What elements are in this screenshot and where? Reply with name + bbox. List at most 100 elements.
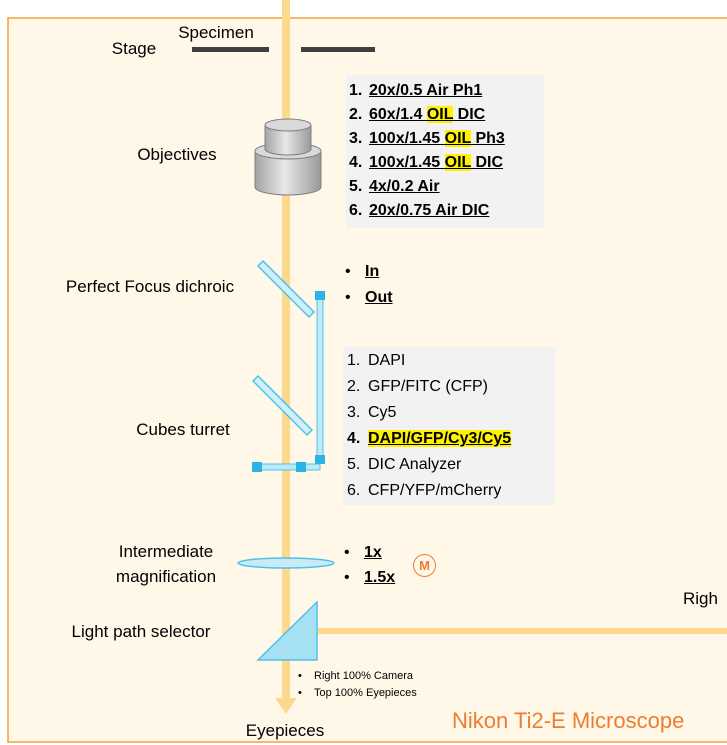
- stage-label: Stage: [111, 39, 157, 58]
- objective-spec-text: 100x/1.45: [369, 154, 441, 171]
- objective-number: 4.: [349, 154, 363, 171]
- bullet-icon: [298, 685, 314, 702]
- specimen-label: Specimen: [178, 23, 254, 42]
- cubes-list: 1. DAPI 2. GFP/FITC (CFP) 3. Cy5 4. DAPI/GFP…: [343, 347, 555, 505]
- cube-number: 4.: [347, 430, 361, 447]
- main-light-beam: [282, 0, 290, 702]
- objective-item: 5. 4x/0.2 Air: [349, 175, 544, 199]
- objective-spec: 100x/1.45 OIL DIC: [369, 154, 503, 171]
- cube-number: 1.: [347, 352, 361, 369]
- output-text: Top 100% Eyepieces: [314, 687, 417, 699]
- output-item: Right 100% Camera: [298, 668, 417, 685]
- objective-spec-text: 100x/1.45: [369, 130, 441, 147]
- intermediate-magnification-lens-icon: [237, 557, 335, 569]
- cube-filter-name: DIC Analyzer: [368, 456, 462, 473]
- cube-filter-end-cap: [252, 462, 262, 472]
- cube-filter-name: DAPI/GFP/Cy3/Cy5: [368, 430, 512, 447]
- perfect-focus-options: In Out: [345, 259, 393, 311]
- magnification-option-1x: 1x: [344, 540, 395, 565]
- objective-upper-top: [264, 118, 312, 132]
- side-port-label: Righ: [683, 589, 718, 608]
- filter-cube-icon: [251, 291, 325, 472]
- objective-spec: 4x/0.2 Air: [369, 178, 440, 195]
- cube-filter-name: GFP/FITC (CFP): [368, 378, 488, 395]
- label-line: magnification: [115, 567, 217, 586]
- objective-spec-text: 60x/1.4: [369, 106, 423, 123]
- light-path-outputs: Right 100% Camera Top 100% Eyepieces: [298, 668, 417, 702]
- bullet-icon: [345, 259, 365, 285]
- objective-item: 1. 20x/0.5 Air Ph1: [349, 79, 544, 103]
- objective-item: 3. 100x/1.45 OIL Ph3: [349, 127, 544, 151]
- beam-arrowhead-icon: [275, 698, 297, 714]
- motorized-badge-icon: M: [413, 554, 436, 577]
- objective-item: 6. 20x/0.75 Air DIC: [349, 199, 544, 223]
- option-label: 1x: [364, 544, 382, 561]
- cube-filter-end-cap: [315, 291, 325, 300]
- oil-immersion-highlight: OIL: [444, 154, 472, 171]
- bullet-icon: [298, 668, 314, 685]
- output-text: Right 100% Camera: [314, 670, 414, 682]
- bullet-icon: [344, 565, 364, 590]
- objective-lower-barrel: [254, 150, 322, 196]
- bullet-icon: [344, 540, 364, 565]
- objective-number: 3.: [349, 130, 363, 147]
- objective-spec: 20x/0.5 Air Ph1: [369, 82, 483, 99]
- perfect-focus-dichroic-icon: [256, 259, 316, 319]
- bullet-icon: [345, 285, 365, 311]
- cube-filter-name: DAPI: [368, 352, 406, 369]
- objective-spec: 60x/1.4 OIL DIC: [369, 106, 485, 123]
- magnification-option-1-5x: 1.5x: [344, 565, 395, 590]
- objective-icon: [254, 118, 322, 196]
- objective-number: 5.: [349, 178, 363, 195]
- objective-number: 2.: [349, 106, 363, 123]
- cube-filter-end-cap: [296, 462, 306, 472]
- objective-upper-barrel: [264, 124, 312, 156]
- slide-title: Nikon Ti2-E Microscope: [452, 708, 685, 733]
- cube-item-4: 4. DAPI/GFP/Cy3/Cy5: [347, 426, 555, 452]
- cube-item-5: 5. DIC Analyzer: [347, 452, 555, 478]
- perfect-focus-label: Perfect Focus dichroic: [65, 277, 235, 296]
- label-line: Intermediate: [118, 542, 214, 561]
- cube-item-1: 1. DAPI: [347, 348, 555, 374]
- cube-excitation-filter: [316, 297, 324, 459]
- cube-item-3: 3. Cy5: [347, 400, 555, 426]
- objective-number: 6.: [349, 202, 363, 219]
- eyepieces-label: Eyepieces: [245, 721, 325, 740]
- cube-filter-end-cap: [315, 455, 325, 464]
- cube-emission-filter: [255, 463, 321, 471]
- side-port-beam: [318, 628, 727, 634]
- cubes-turret-label: Cubes turret: [136, 420, 230, 439]
- objective-contrast-text: DIC: [475, 154, 504, 171]
- cube-number: 2.: [347, 378, 361, 395]
- cube-dichroic-mirror: [251, 374, 314, 437]
- option-label: 1.5x: [364, 569, 396, 586]
- objective-contrast-text: Ph3: [475, 130, 505, 147]
- cube-number: 3.: [347, 404, 361, 421]
- stage-plate-right: [301, 47, 375, 52]
- objective-spec: 20x/0.75 Air DIC: [369, 202, 490, 219]
- cube-number: 6.: [347, 482, 361, 499]
- cube-filter-name: Cy5: [368, 404, 397, 421]
- objective-item: 4. 100x/1.45 OIL DIC: [349, 151, 544, 175]
- option-label: Out: [365, 289, 393, 306]
- objective-number: 1.: [349, 82, 363, 99]
- light-path-prism-icon: [256, 600, 318, 661]
- oil-immersion-highlight: OIL: [426, 106, 454, 123]
- perfect-focus-option-out: Out: [345, 285, 393, 311]
- magnification-options: 1x 1.5x: [344, 540, 395, 590]
- output-item: Top 100% Eyepieces: [298, 685, 417, 702]
- panel-border: [7, 17, 727, 743]
- cube-item-6: 6.CFP/YFP/mCherry: [347, 478, 555, 504]
- cube-number: 5.: [347, 456, 361, 473]
- stage-plate-left: [192, 47, 269, 52]
- light-path-selector-label: Light path selector: [71, 622, 211, 641]
- perfect-focus-option-in: In: [345, 259, 393, 285]
- objective-contrast-text: DIC: [457, 106, 486, 123]
- option-label: In: [365, 263, 380, 280]
- objective-spec: 100x/1.45 OIL Ph3: [369, 130, 505, 147]
- objectives-list: 1. 20x/0.5 Air Ph1 2. 60x/1.4 OIL DIC 3. 10…: [346, 75, 544, 228]
- objective-item: 2. 60x/1.4 OIL DIC: [349, 103, 544, 127]
- cube-item-2: 2. GFP/FITC (CFP): [347, 374, 555, 400]
